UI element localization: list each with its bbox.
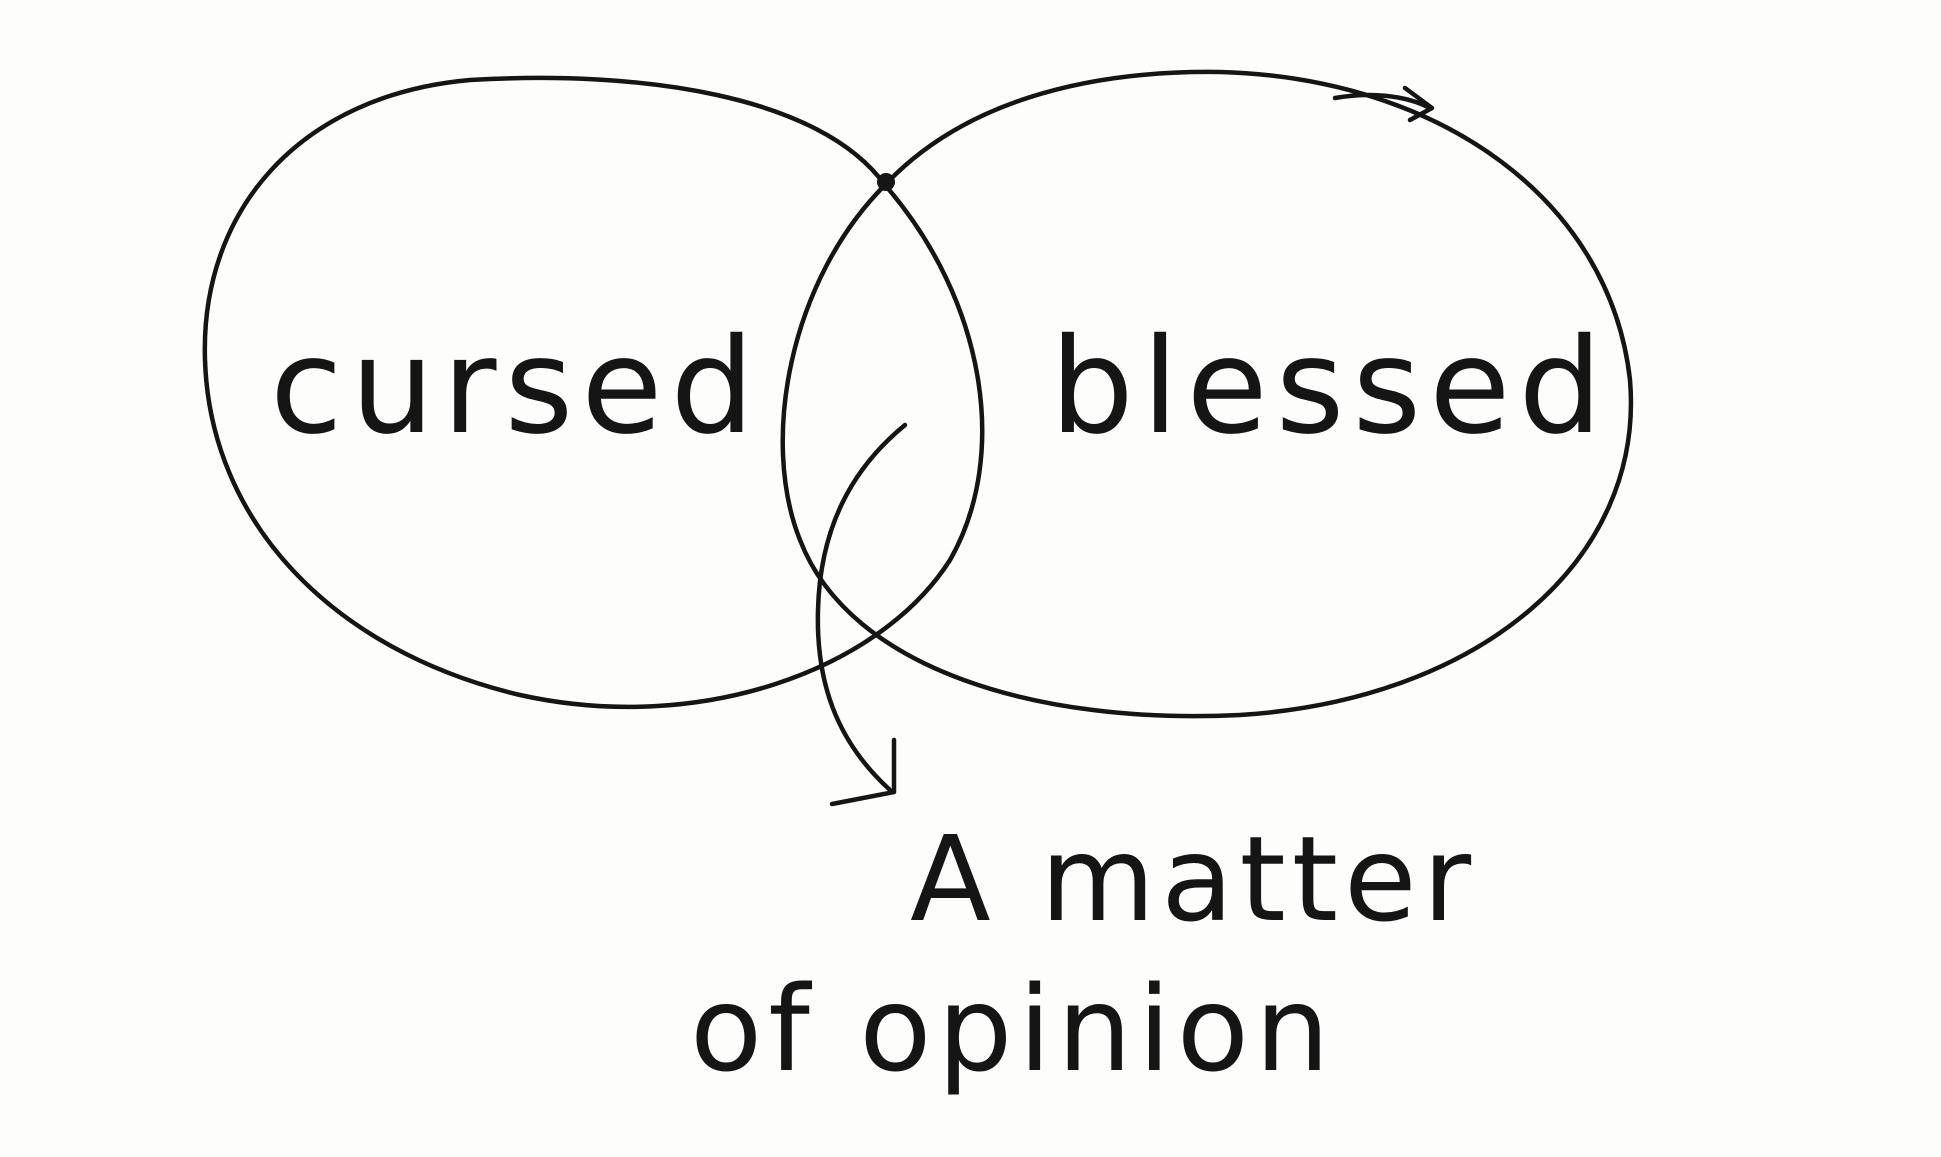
- set-circle-cursed: [202, 75, 985, 710]
- circle-overlap-tick: [1402, 85, 1435, 123]
- set-label-blessed: blessed: [1050, 310, 1610, 464]
- annotation-line-2: of opinion: [690, 960, 1336, 1098]
- annotation-arrow-head: [829, 737, 897, 807]
- intersection-dot: [877, 173, 895, 191]
- annotation-arrow-line: [815, 422, 908, 793]
- annotation-line-1: A matter: [910, 810, 1477, 948]
- set-label-cursed: cursed: [270, 310, 762, 464]
- set-circle-blessed: [780, 69, 1634, 719]
- circle-overlap-stroke: [1332, 92, 1433, 111]
